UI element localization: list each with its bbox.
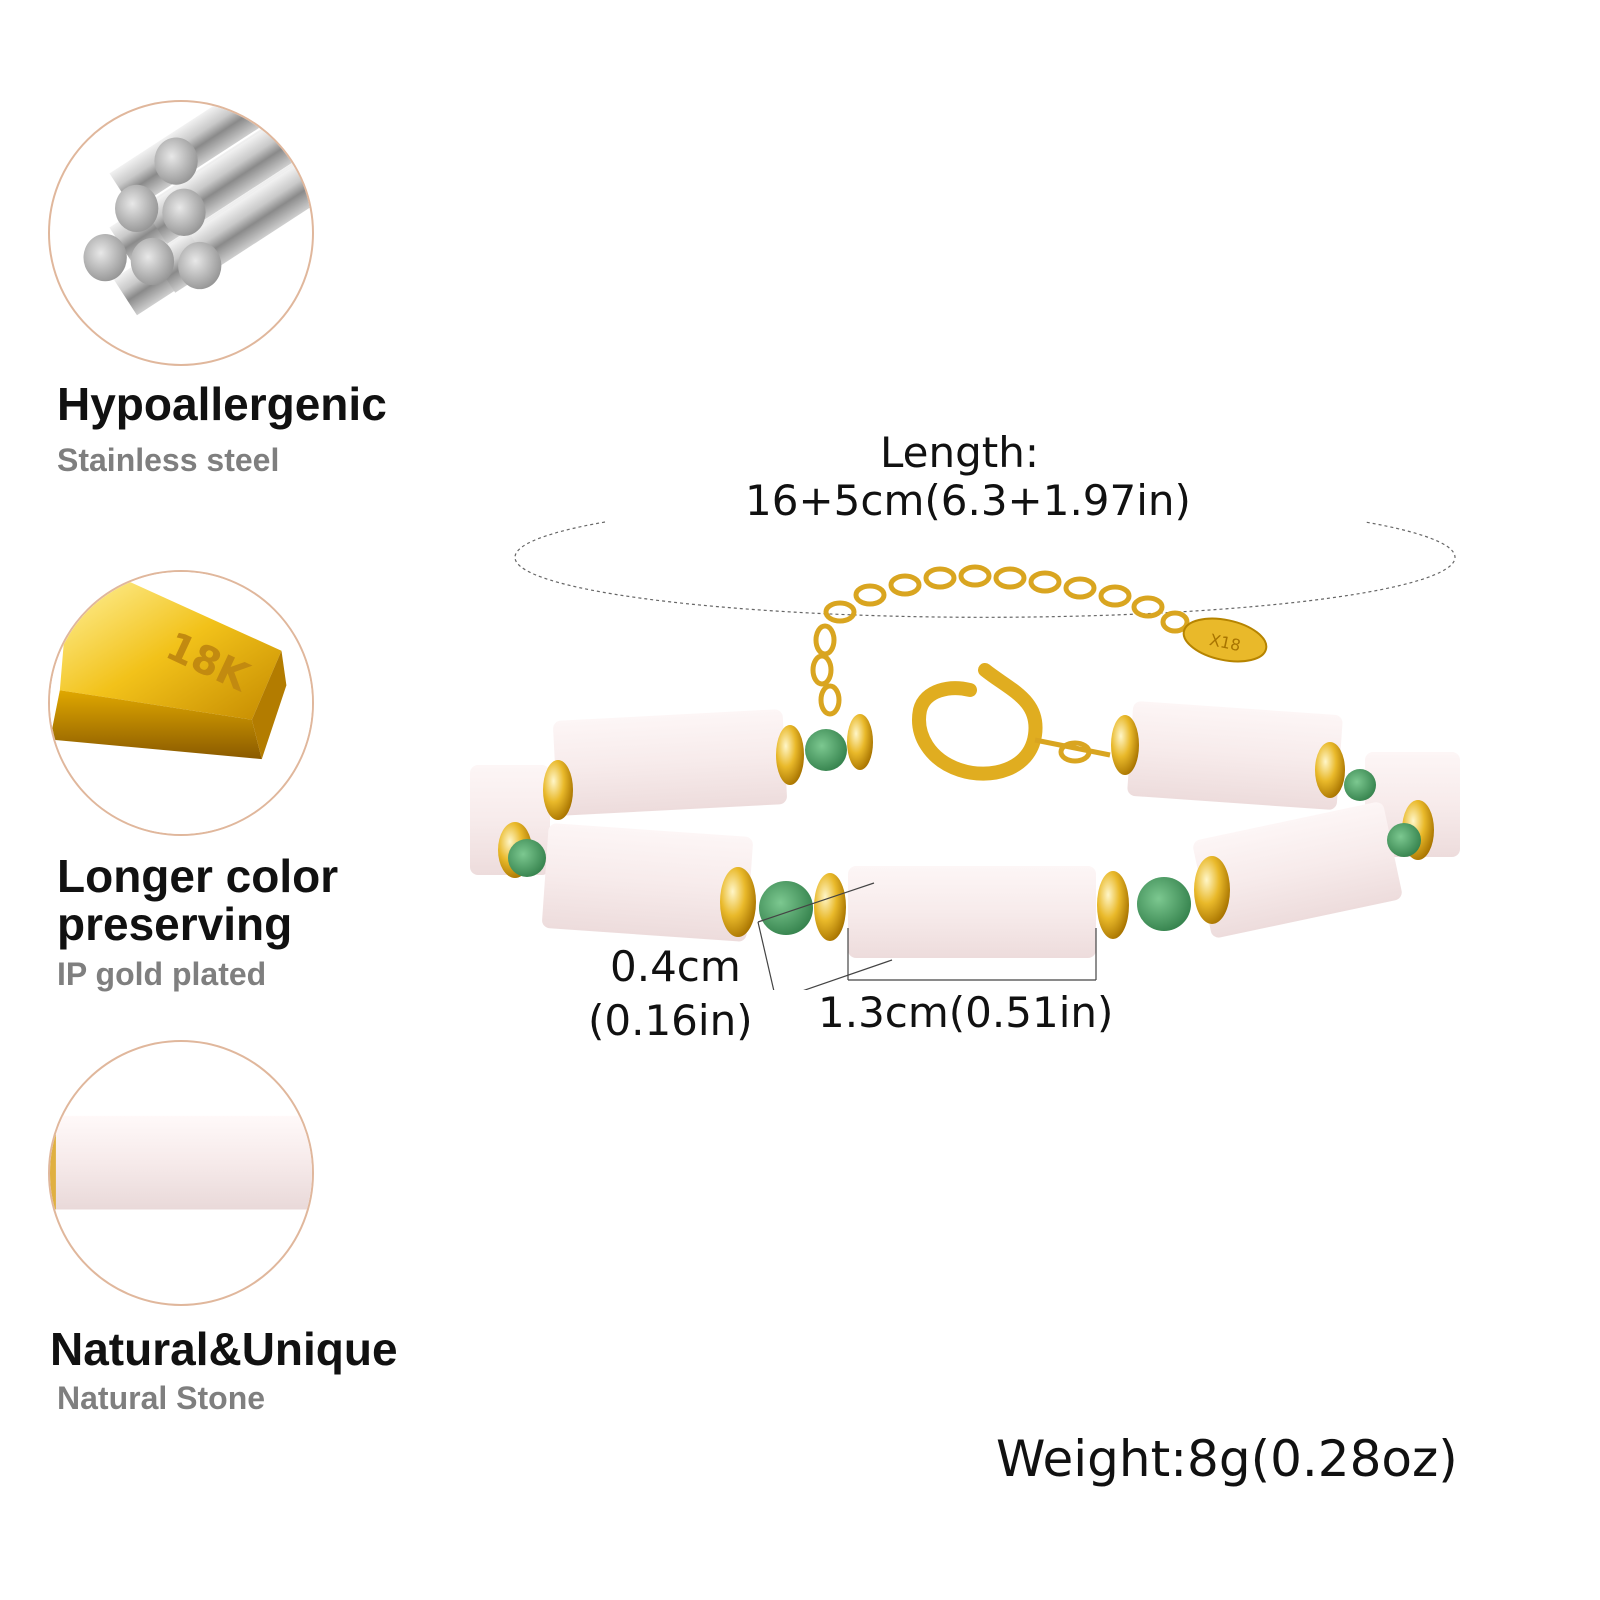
- length-value: 16+5cm(6.3+1.97in): [745, 476, 1191, 525]
- feature-subtitle-steel: Stainless steel: [57, 442, 280, 478]
- length-label: Length:: [880, 428, 1040, 477]
- feature-subtitle-gold: IP gold plated: [57, 956, 267, 992]
- stone-circle: [48, 1040, 314, 1306]
- feature-title-color: Longer color preserving: [57, 850, 339, 950]
- bead-width-label: 0.4cm: [610, 942, 741, 991]
- brand-tag: [1182, 617, 1268, 663]
- steel-rods-icon: [83, 102, 312, 316]
- weight-label: Weight:8g(0.28oz): [996, 1430, 1458, 1488]
- length-guide-ellipse: [514, 521, 1456, 618]
- steel-circle: [48, 100, 314, 366]
- feature-title-hypoallergenic: Hypoallergenic: [57, 378, 387, 430]
- lobster-clasp: [912, 663, 1111, 781]
- gold-spacer-beads: [498, 714, 1434, 941]
- white-stone-tube: [1193, 802, 1402, 938]
- white-stone-tube: [848, 866, 1096, 958]
- gold-bar-icon: 18K: [50, 572, 312, 834]
- bead-width-inch-label: (0.16in): [588, 996, 753, 1045]
- tube-length-label: 1.3cm(0.51in): [818, 988, 1114, 1037]
- dimension-lines: [757, 882, 1097, 990]
- white-stone-tube: [542, 823, 753, 942]
- white-stone-tube: [553, 709, 787, 816]
- bracelet-illustration: X18: [470, 521, 1460, 990]
- natural-stone-icon: [50, 1115, 312, 1210]
- feature-subtitle-stone: Natural Stone: [57, 1380, 266, 1416]
- green-jade-beads: [508, 729, 1421, 935]
- white-stone-tube: [1127, 701, 1343, 810]
- extender-chain: [810, 564, 1190, 717]
- gold-circle: 18K: [48, 570, 314, 836]
- feature-title-natural: Natural&Unique: [50, 1323, 398, 1375]
